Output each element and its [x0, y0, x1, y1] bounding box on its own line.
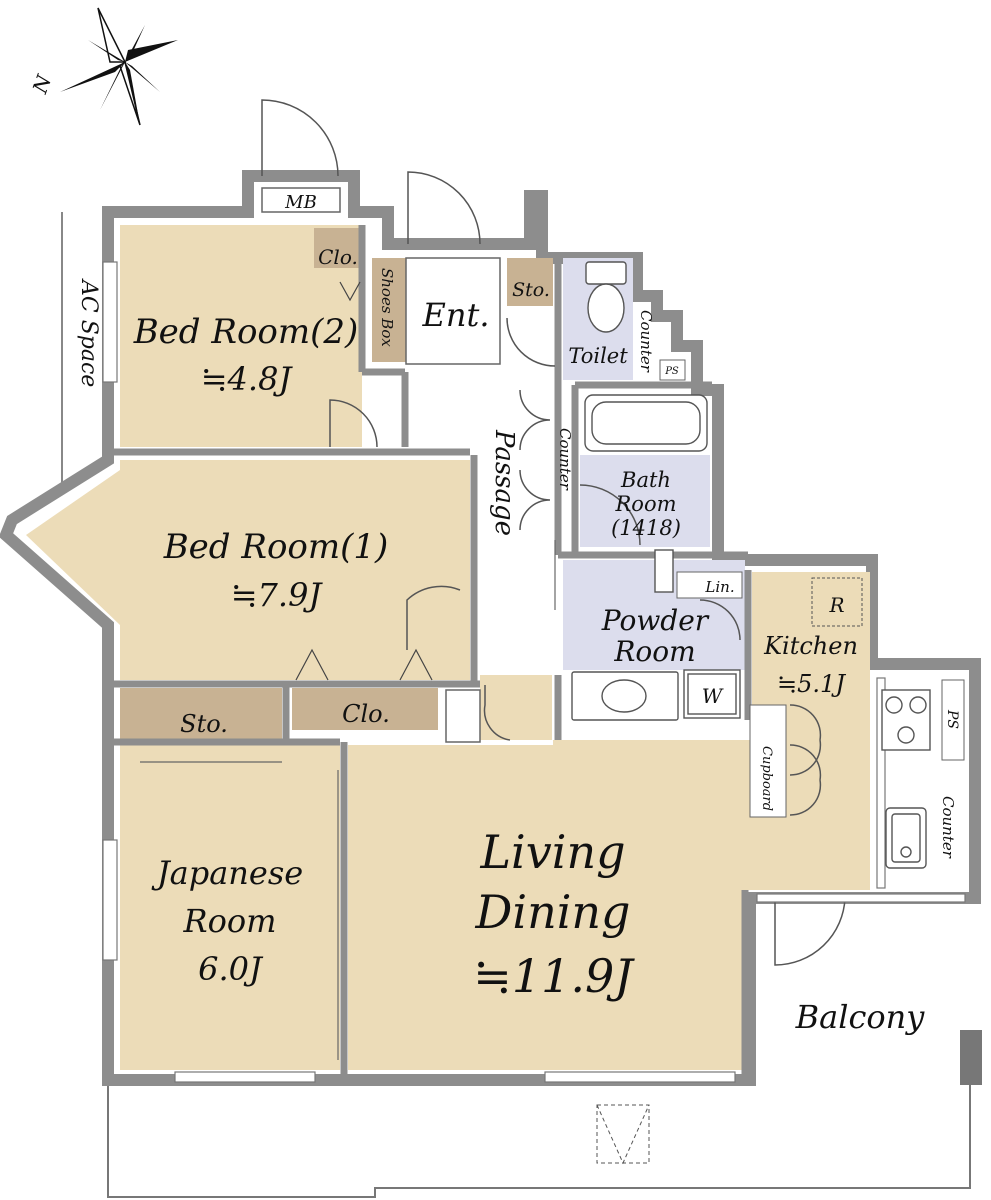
meter-box	[261, 187, 341, 213]
japanese-room-line1: Japanese	[151, 854, 303, 892]
kitchen-size: ≒5.1J	[777, 670, 846, 698]
bath-floor	[580, 455, 710, 547]
refrigerator-space	[811, 577, 863, 627]
passage-end-floor	[480, 675, 552, 740]
shoes-box	[372, 258, 406, 362]
doors	[261, 99, 846, 966]
shoes-box-label: Shoes Box	[378, 268, 396, 347]
cupboard-box	[749, 704, 787, 818]
sink-icon	[885, 807, 927, 869]
storage-top	[507, 258, 553, 306]
bedroom2-size: ≒4.8J	[201, 360, 294, 398]
living-dining-floor	[348, 700, 870, 1070]
japanese-room-floor	[120, 745, 340, 1070]
japanese-room-size: 6.0J	[198, 950, 264, 988]
kitchen-name: Kitchen	[763, 632, 858, 660]
upper-floor-marker	[596, 1104, 650, 1165]
north-label: N	[27, 70, 56, 97]
ac-space-label: AC Space	[76, 278, 101, 387]
entrance-label: Ent.	[422, 296, 490, 334]
bedroom2-name: Bed Room(2)	[133, 312, 359, 352]
cupboard-label: Cupboard	[759, 746, 774, 811]
living-line2: Dining	[474, 885, 630, 939]
counter-passage-label: Counter	[556, 428, 574, 491]
fixtures	[571, 261, 931, 869]
bath-line1: Bath	[620, 468, 671, 492]
bedroom1-name: Bed Room(1)	[163, 527, 389, 567]
ps-kitchen-label: PS	[944, 709, 960, 729]
toilet-label: Toilet	[568, 344, 628, 368]
closet-top	[314, 228, 362, 268]
bath-line3: (1418)	[611, 516, 681, 540]
refrigerator-label: R	[828, 593, 844, 617]
entrance-floor	[405, 257, 501, 365]
japanese-room-line2: Room	[183, 902, 277, 940]
ps-toilet-box	[659, 359, 686, 381]
windows	[102, 261, 966, 1083]
counter-kitchen-label: Counter	[939, 796, 957, 859]
counter-toilet-label: Counter	[637, 310, 655, 373]
bedroom1-floor	[26, 460, 470, 680]
linen-closet	[676, 571, 743, 599]
passage-column	[445, 689, 481, 743]
storage-mid-label: Sto.	[180, 710, 228, 738]
washer-icon	[683, 669, 741, 719]
north-arrow-icon	[60, 7, 178, 126]
closet-mid-label: Clo.	[342, 700, 390, 728]
ps-toilet-label: PS	[664, 366, 679, 377]
storage-mid	[120, 688, 282, 742]
exterior-walls	[0, 170, 981, 1086]
meter-box-label: MB	[284, 192, 317, 213]
exterior-corridor-outline	[107, 1080, 971, 1198]
ps-kitchen-box	[941, 679, 965, 761]
washer-label: W	[702, 684, 724, 708]
linen-label: Lin.	[704, 578, 734, 596]
toilet-bowl-icon	[587, 283, 625, 333]
powder-line2: Room	[613, 635, 695, 668]
powder-line1: Powder	[601, 604, 710, 637]
balcony-label: Balcony	[795, 998, 926, 1036]
closet-mid	[292, 688, 438, 730]
closet-top-label: Clo.	[318, 245, 358, 269]
living-size: ≒11.9J	[473, 949, 635, 1003]
toilet-tank-icon	[585, 261, 627, 285]
interior-walls	[114, 225, 752, 1075]
passage-label: Passage	[489, 429, 519, 536]
balcony-storage	[960, 1030, 982, 1085]
bathtub-icon	[584, 394, 708, 452]
bedroom1-size: ≒7.9J	[231, 576, 324, 614]
bath-line2: Room	[614, 492, 676, 516]
bath-step-icon	[654, 549, 674, 593]
living-line1: Living	[479, 825, 625, 879]
kitchen-floor	[752, 572, 870, 702]
sliding-doors	[140, 540, 556, 1060]
closet-door-markers	[295, 281, 433, 681]
storage-top-label: Sto.	[512, 279, 550, 301]
